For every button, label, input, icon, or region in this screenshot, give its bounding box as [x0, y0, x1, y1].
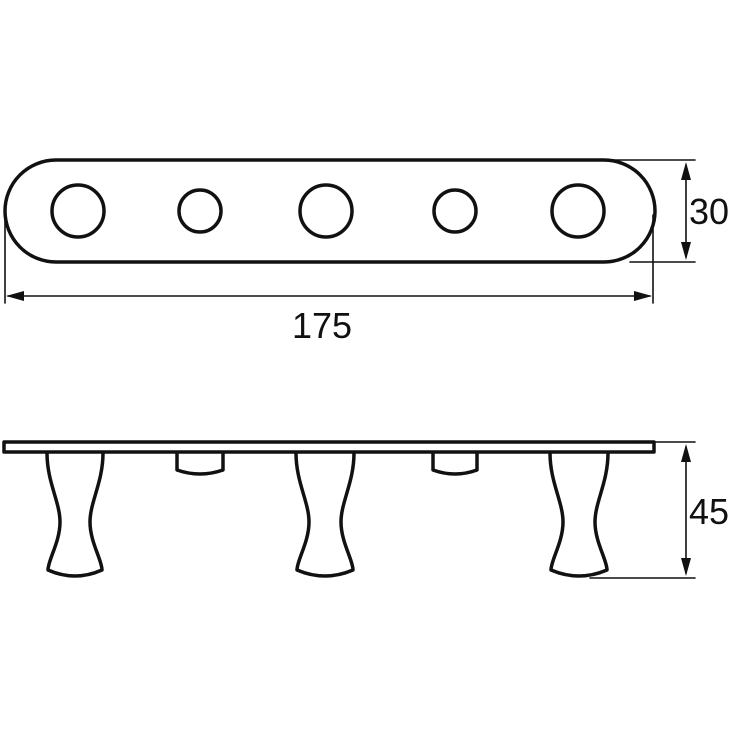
hole-large-3	[550, 183, 606, 239]
knob-2	[431, 451, 479, 476]
height-dimension: 45	[589, 441, 729, 579]
length-dimension-label: 175	[292, 305, 352, 346]
width-dimension: 30	[599, 159, 729, 263]
width-dimension-label: 30	[689, 191, 729, 232]
plate-outline	[3, 158, 657, 264]
top-view: 30 175	[3, 158, 729, 346]
knob-1	[175, 451, 225, 476]
hole-large-2	[298, 183, 354, 239]
length-dimension: 175	[4, 214, 654, 346]
height-dimension-label: 45	[689, 491, 729, 532]
hole-large-1	[50, 183, 106, 239]
hook-1	[45, 451, 105, 578]
hook-2	[294, 451, 356, 578]
hole-small-2	[432, 188, 478, 234]
hook-3	[548, 451, 610, 578]
side-view: 45	[2, 440, 729, 579]
side-plate	[2, 440, 656, 454]
hole-small-1	[177, 188, 223, 234]
